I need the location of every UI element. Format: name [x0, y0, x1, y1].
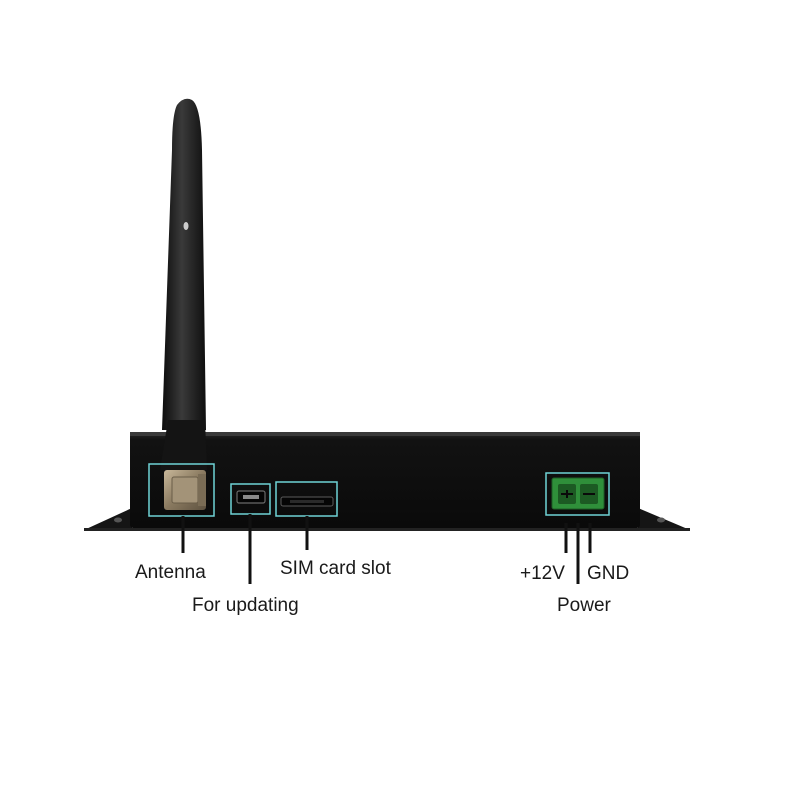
sim-card-slot-label: SIM card slot [280, 558, 391, 579]
mounting-flange-left [84, 508, 132, 530]
power-highlight-box [545, 472, 610, 516]
antenna-hinge [160, 420, 207, 470]
antenna-logo-icon [183, 222, 189, 230]
gnd-label: GND [587, 563, 630, 584]
power-label: Power [557, 595, 611, 616]
flange-hole-right-icon [657, 517, 665, 523]
flange-hole-left-icon [114, 517, 122, 523]
device-body [130, 432, 640, 528]
antenna-label: Antenna [135, 562, 206, 583]
base-plate [84, 528, 690, 531]
device-top-edge [130, 432, 640, 436]
plus-12v-label: +12V [520, 563, 565, 584]
updating-label: For updating [192, 595, 299, 616]
antenna-icon [162, 98, 206, 431]
